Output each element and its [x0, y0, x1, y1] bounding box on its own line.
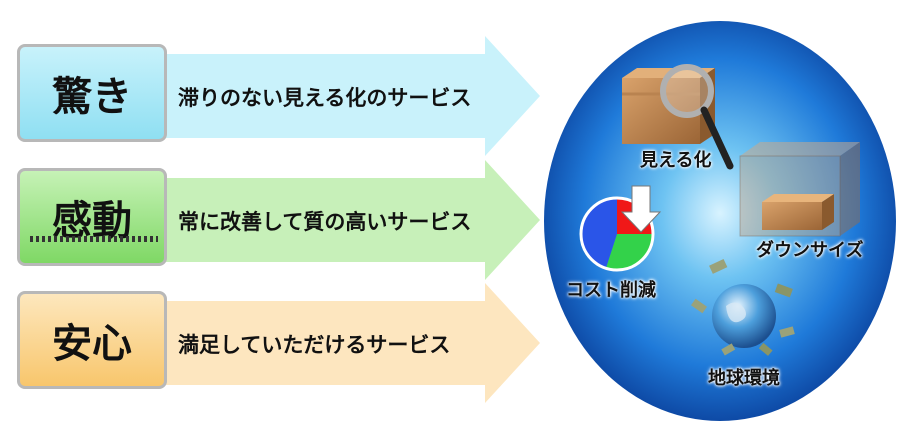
row-text-anshin: 満足していただけるサービス: [178, 333, 451, 357]
pie-slice-green: [605, 234, 653, 270]
row-anshin: 安心 満足していただけるサービス: [0, 283, 560, 403]
benefits-circle: [544, 21, 896, 421]
arrow-kandou: [150, 160, 540, 280]
down-arrow-icon: [620, 185, 662, 233]
row-text-odoroki: 滞りのない見える化のサービス: [178, 86, 472, 110]
key-box-odoroki: 驚き: [17, 44, 167, 142]
row-kandou: 感動 常に改善して質の高いサービス: [0, 160, 560, 280]
box-magnifier-icon: [622, 64, 734, 170]
row-text-kandou: 常に改善して質の高いサービス: [178, 210, 472, 234]
label-environment: 地球環境: [708, 368, 780, 389]
label-downsize: ダウンサイズ: [756, 240, 864, 261]
row-odoroki: 驚き 滞りのない見える化のサービス: [0, 36, 560, 156]
key-box-anshin: 安心: [17, 291, 167, 389]
pie-slice-blue: [581, 198, 617, 269]
downsize-boxes-icon: [739, 142, 860, 237]
label-cost: コスト削減: [566, 280, 656, 301]
pie-outline: [579, 196, 655, 272]
arrow-odoroki: [150, 36, 540, 156]
key-box-kandou: 感動: [17, 168, 167, 266]
label-visualization: 見える化: [640, 150, 712, 171]
grass-decoration: [30, 236, 158, 242]
arrow-anshin: [150, 283, 540, 403]
earth-money-icon: [690, 258, 795, 356]
